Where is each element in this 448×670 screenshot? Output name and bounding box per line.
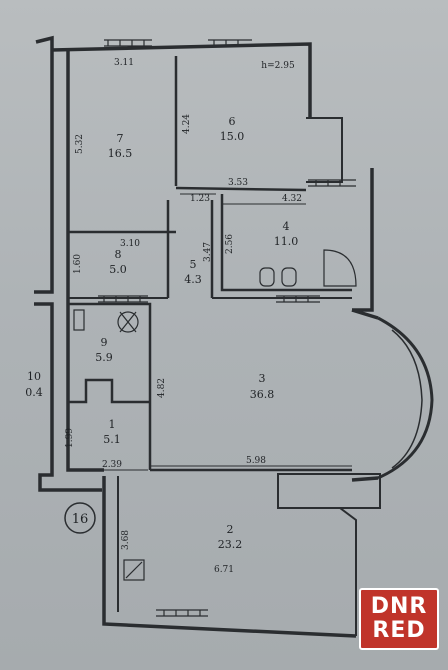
wall-9-1 — [68, 378, 150, 404]
room-8-number: 8 — [115, 248, 122, 261]
dim-6-71: 6.71 — [214, 565, 234, 575]
room-1-number: 1 — [109, 418, 116, 431]
room-2-area: 23.2 — [218, 538, 243, 551]
room-6-number: 6 — [229, 115, 236, 128]
watermark-line-1: DNR — [370, 594, 428, 619]
dim-3-47: 3.47 — [203, 242, 213, 262]
bottom-wall — [102, 476, 357, 638]
room9-right-wall — [68, 302, 152, 470]
room-7-number: 7 — [117, 132, 124, 145]
watermark-logo: DNR RED — [359, 588, 439, 650]
room-8-area: 5.0 — [109, 263, 127, 276]
room-1-area: 5.1 — [103, 433, 121, 446]
lower-balcony-ledge — [277, 473, 381, 509]
room-3-number: 3 — [259, 372, 266, 385]
bay-window-outer — [377, 316, 434, 480]
window-room2 — [156, 609, 208, 617]
stove-line — [125, 561, 143, 579]
dim-4-82: 4.82 — [157, 378, 167, 398]
dim-3-53: 3.53 — [228, 178, 248, 188]
sink-room9 — [117, 311, 139, 333]
room-9-number: 9 — [101, 336, 108, 349]
section-marker-circle — [64, 502, 96, 534]
watermark-line-2: RED — [372, 618, 426, 643]
room-5-area: 4.3 — [184, 273, 202, 286]
room-10-number: 10 — [27, 370, 41, 383]
room-2-number: 2 — [227, 523, 234, 536]
windows — [98, 39, 356, 617]
dim-2-39: 2.39 — [102, 460, 122, 470]
dim-1-99: 1.99 — [65, 428, 75, 448]
room-4-area: 11.0 — [274, 235, 299, 248]
dim-2-56: 2.56 — [225, 234, 235, 254]
dim-3-68: 3.68 — [121, 530, 131, 550]
fixtures — [73, 249, 357, 581]
shower-room4 — [323, 249, 357, 287]
bidet-room4 — [281, 267, 297, 287]
lower-balcony-right — [339, 507, 357, 636]
dim-1-23: 1.23 — [190, 194, 210, 204]
section-marker-label: 16 — [72, 512, 89, 527]
balcony-top — [306, 117, 343, 183]
corridor-5-walls — [166, 200, 214, 298]
bay-window-joints — [351, 308, 379, 482]
dimension-labels: 3.11 h=2.95 5.32 4.24 3.53 1.23 4.32 3.1… — [65, 58, 302, 575]
top-wall — [51, 42, 312, 118]
dim-5-98: 5.98 — [246, 456, 266, 466]
dim-4-24: 4.24 — [182, 114, 192, 134]
room-9-area: 5.9 — [95, 351, 113, 364]
dim-3-10: 3.10 — [120, 239, 140, 249]
window-balcony — [308, 179, 356, 187]
dim-h-2-95: h=2.95 — [261, 61, 295, 71]
dim-5-32: 5.32 — [75, 134, 85, 154]
sink-cross — [119, 311, 137, 333]
right-wall-room4 — [352, 168, 374, 312]
left-wall — [34, 35, 102, 492]
dim-4-32: 4.32 — [282, 194, 302, 204]
window-room4 — [276, 295, 320, 303]
toilet-room9 — [73, 309, 85, 331]
inner-walls — [68, 56, 352, 472]
room-10-area: 0.4 — [25, 386, 43, 399]
room-5-number: 5 — [190, 258, 197, 271]
room4-walls — [220, 194, 352, 292]
toilet-room4 — [259, 267, 275, 287]
room-labels: 7 16.5 6 15.0 8 5.0 5 4.3 4 11.0 9 5.9 1… — [25, 115, 298, 551]
window-hall — [98, 295, 148, 303]
window-room6 — [208, 39, 252, 47]
room-3-area: 36.8 — [250, 388, 275, 401]
outer-walls — [34, 35, 434, 638]
inner-left-wall — [66, 50, 104, 472]
wall-6-4 — [175, 186, 307, 192]
stove-room2 — [123, 559, 145, 581]
bay-window-inner — [391, 329, 423, 469]
dimension-lines — [94, 193, 352, 471]
window-room7 — [104, 39, 152, 47]
room-4-number: 4 — [283, 220, 290, 233]
dim-1-60: 1.60 — [73, 254, 83, 274]
room-6-area: 15.0 — [220, 130, 245, 143]
dim-3-11: 3.11 — [114, 58, 134, 68]
room-7-area: 16.5 — [108, 147, 133, 160]
